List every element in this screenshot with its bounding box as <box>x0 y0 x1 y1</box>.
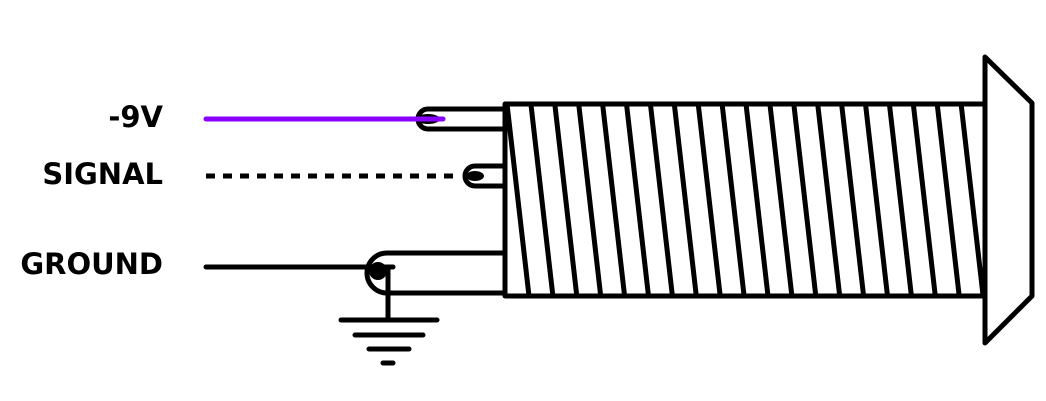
signal-lug <box>462 163 508 189</box>
ground-lug <box>364 250 508 296</box>
thread-line <box>504 101 532 299</box>
thread-line <box>815 101 843 299</box>
thread-line <box>600 101 628 299</box>
thread-line <box>671 101 699 299</box>
thread-line <box>863 101 890 299</box>
thread-line <box>791 101 819 299</box>
thread-line <box>647 101 675 299</box>
label-neg9v: -9V <box>108 100 163 134</box>
signal-solder-dot <box>466 171 484 181</box>
thread-line <box>552 101 580 299</box>
label-signal: SIGNAL <box>42 157 163 191</box>
thread-line <box>839 101 867 299</box>
threads <box>504 101 986 299</box>
jack-body <box>502 101 988 299</box>
thread-line <box>719 101 747 299</box>
thread-line <box>624 101 651 299</box>
thread-line <box>743 101 771 299</box>
thread-line <box>576 101 604 299</box>
thread-line <box>934 101 962 299</box>
thread-line <box>695 101 723 299</box>
ground-solder-dot <box>369 262 387 280</box>
thread-line <box>958 101 986 299</box>
thread-line <box>910 101 938 299</box>
thread-line <box>528 101 556 299</box>
thread-line <box>886 101 914 299</box>
thread-line <box>767 101 795 299</box>
jack-flange <box>982 54 1035 346</box>
label-ground: GROUND <box>20 247 163 281</box>
